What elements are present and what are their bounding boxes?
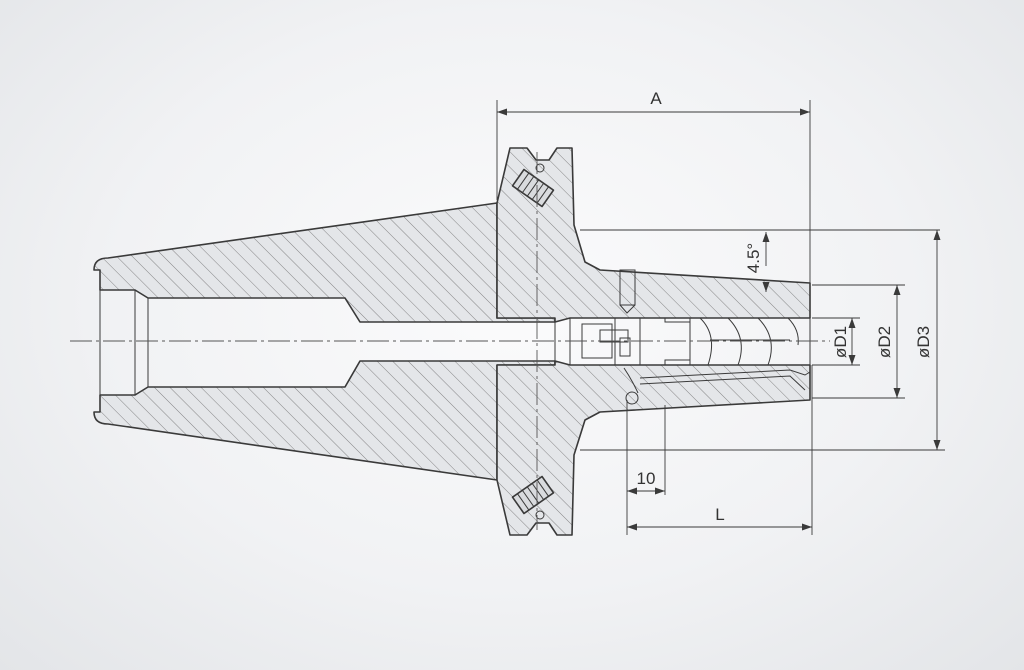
tool-shank-drill — [639, 317, 811, 391]
flange — [496, 147, 811, 536]
dimension-a: A — [496, 89, 811, 283]
dimension-d2: øD2 — [812, 284, 905, 399]
grip-screw-top — [511, 163, 555, 208]
label-d1: øD1 — [831, 326, 850, 358]
dimension-l: L — [627, 365, 813, 535]
bore — [99, 289, 556, 396]
label-ten: 10 — [637, 469, 656, 488]
dimension-ten: 10 — [626, 400, 666, 535]
label-d3: øD3 — [914, 326, 933, 358]
label-a: A — [650, 89, 662, 108]
dimension-angle: 4.5° — [580, 229, 940, 292]
grip-screw-bottom — [511, 475, 555, 520]
label-d2: øD2 — [875, 326, 894, 358]
label-angle: 4.5° — [744, 243, 763, 273]
taper-body — [93, 202, 556, 481]
dimension-d3: øD3 — [580, 230, 945, 451]
dimension-d1: øD1 — [812, 317, 860, 366]
label-l: L — [715, 505, 724, 524]
